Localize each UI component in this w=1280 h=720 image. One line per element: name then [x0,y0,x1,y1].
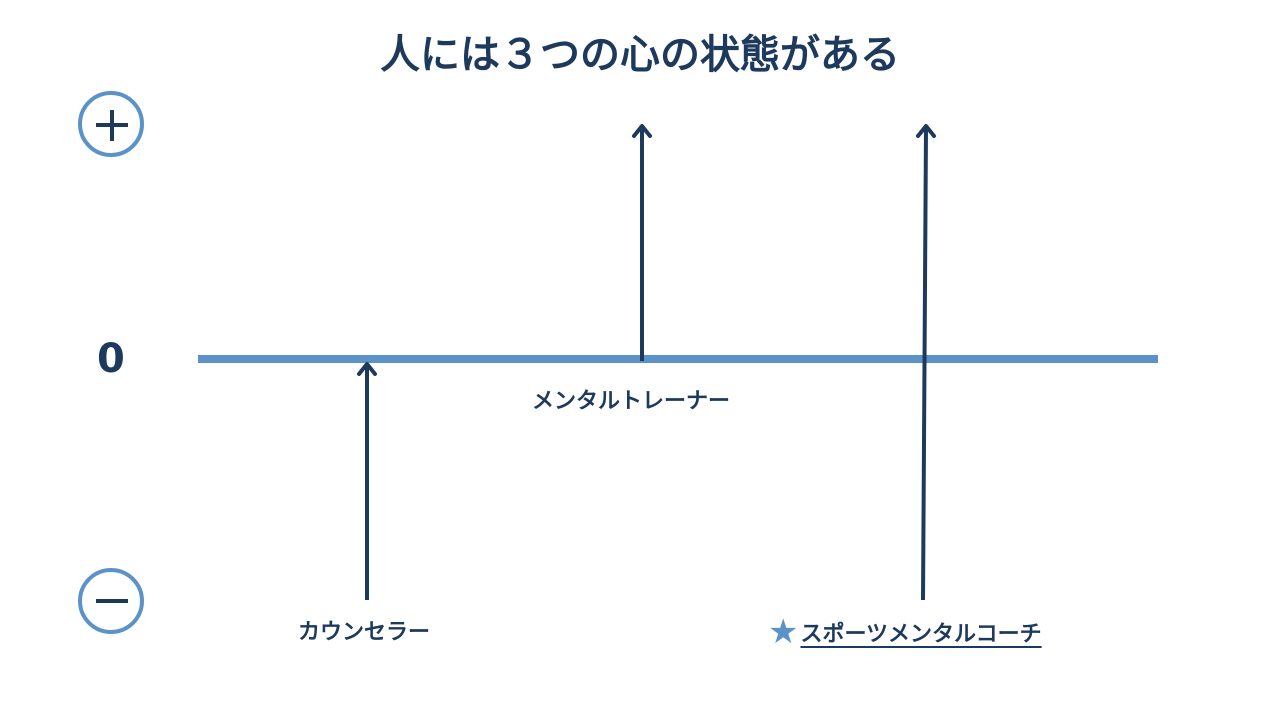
coach-link[interactable]: スポーツメンタルコーチ [800,622,1042,647]
coach-label[interactable]: ★ スポーツメンタルコーチ [768,612,1042,652]
trainer-arrowhead [632,124,652,138]
star-icon: ★ [768,612,799,652]
coach-arrowhead [916,124,936,138]
zero-label: 0 [97,336,125,382]
counselor-arrowhead [357,362,377,376]
coach-arrow [921,127,928,601]
title: 人には３つの心の状態がある [380,32,900,78]
minus-circle-icon [78,568,144,634]
trainer-label: メンタルトレーナー [532,389,731,414]
counselor-label: カウンセラー [298,620,431,645]
plus-circle-icon [78,91,144,157]
